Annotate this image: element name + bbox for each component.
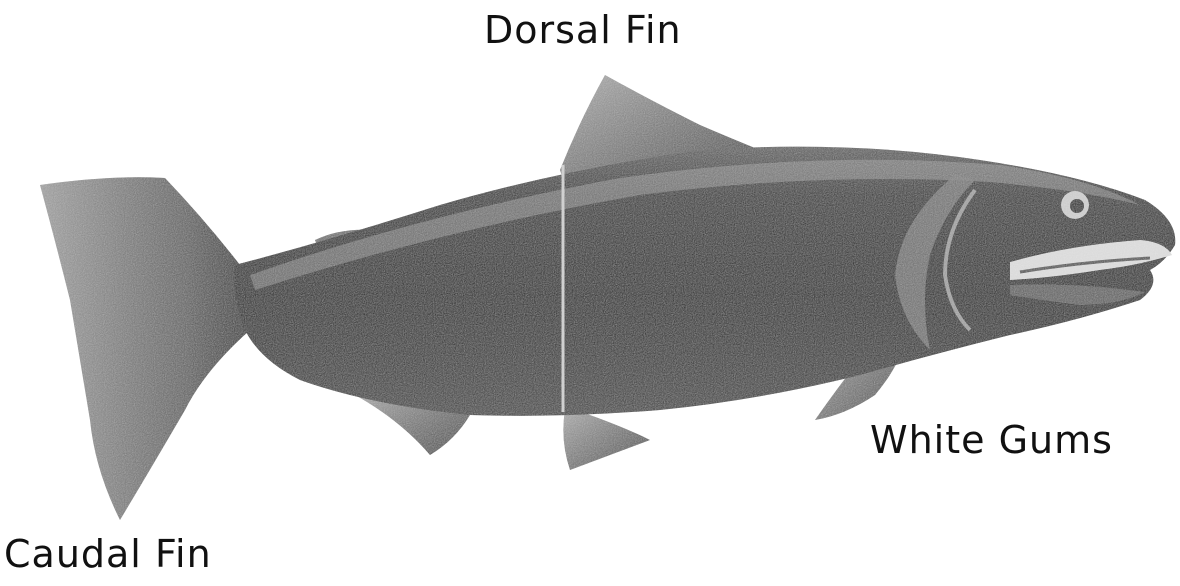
dorsal-fin-label: Dorsal Fin <box>484 8 682 52</box>
pelvic-fin-shape <box>563 408 650 470</box>
white-gums-label: White Gums <box>870 418 1113 462</box>
caudal-fin-shape <box>40 177 250 520</box>
caudal-fin-label: Caudal Fin <box>4 532 212 576</box>
eye-pupil <box>1070 199 1084 213</box>
